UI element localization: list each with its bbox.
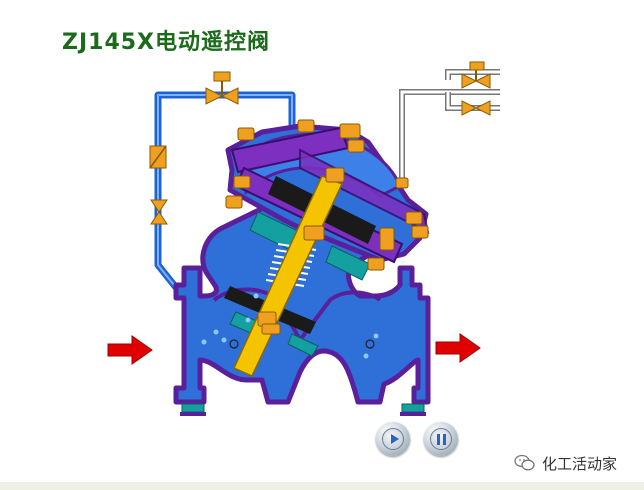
ball-valve-icon	[150, 199, 168, 225]
inlet-flow-arrow	[107, 335, 153, 365]
needle-valve-icon	[205, 71, 239, 105]
pause-button[interactable]	[424, 422, 458, 456]
water-droplets	[201, 293, 379, 359]
page-title: ZJ145X电动遥控阀	[62, 30, 271, 55]
play-icon	[382, 428, 404, 450]
wechat-icon	[514, 454, 535, 471]
solenoid-line	[399, 69, 500, 180]
pause-icon	[430, 428, 452, 450]
play-button[interactable]	[376, 422, 410, 456]
watermark-text: 化工活动家	[542, 454, 618, 473]
watermark: 化工活动家	[514, 452, 617, 474]
bolts	[225, 119, 429, 335]
solenoid-valve-lower-icon	[461, 100, 491, 116]
solenoid-valve-upper-icon	[461, 61, 491, 89]
outlet-flow-arrow	[435, 333, 481, 363]
filter-icon	[149, 145, 167, 169]
footer-band	[0, 482, 644, 490]
control-pipeline	[154, 91, 296, 298]
gauge-points	[229, 339, 375, 349]
